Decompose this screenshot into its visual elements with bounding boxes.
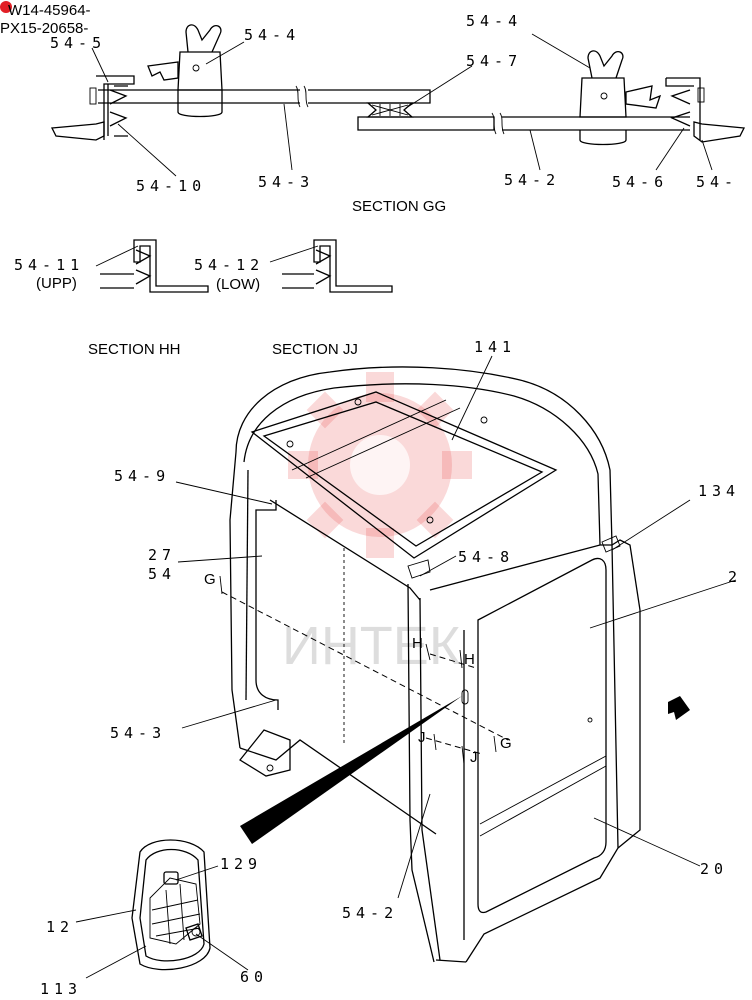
label-113: 113	[40, 980, 82, 998]
label-54-11: 54-11	[14, 256, 84, 274]
label-54-4-right: 54-4	[466, 12, 522, 30]
watermark-text: ИНТЕК	[282, 616, 461, 676]
label-54-3-top: 54-3	[258, 173, 314, 191]
label-54-2-top: 54-2	[504, 171, 560, 189]
label-27: 27	[148, 546, 176, 564]
mark-h-left: H	[412, 635, 423, 652]
label-141: 141	[474, 338, 516, 356]
label-54-4-left: 54-4	[244, 26, 300, 44]
latch-left-icon	[147, 24, 223, 118]
label-134: 134	[698, 482, 740, 500]
label-54-6: 54-6	[612, 173, 668, 191]
logo-icon	[0, 1, 12, 13]
mark-h-right: H	[464, 651, 475, 668]
label-54-5: 54-5	[50, 34, 106, 52]
label-54-cut: 54-	[696, 173, 738, 191]
section-markers: G H H J J G	[204, 571, 512, 766]
cab-drawing	[221, 366, 690, 963]
label-54-9: 54-9	[114, 467, 170, 485]
section-gg-title: SECTION GG	[352, 198, 446, 215]
label-54-12: 54-12	[194, 256, 264, 274]
latch-right-icon	[579, 50, 662, 146]
label-54-10: 54-10	[136, 177, 206, 195]
label-54-3-cab: 54-3	[110, 724, 166, 742]
mark-g-left: G	[204, 571, 216, 588]
label-2: 2	[728, 568, 742, 586]
label-54-8: 54-8	[458, 548, 514, 566]
section-jj-title: SECTION JJ	[272, 341, 358, 358]
label-54: 54	[148, 565, 176, 583]
label-129: 129	[220, 855, 262, 873]
label-low: (LOW)	[216, 276, 260, 293]
watermark-gear-icon	[288, 372, 472, 558]
header-line-1: W14-45964-	[8, 2, 91, 19]
label-12: 12	[46, 918, 74, 936]
view-arrow-icon	[668, 696, 690, 720]
watermark: ИНТЕК	[282, 372, 472, 676]
section-hh-drawing	[95, 239, 209, 293]
header-line-2: PX15-20658-	[0, 20, 88, 37]
header: W14-45964- PX15-20658-	[0, 1, 91, 37]
mirror-detail	[131, 839, 211, 971]
label-60: 60	[240, 968, 268, 986]
label-upp: (UPP)	[36, 275, 77, 292]
section-jj-drawing	[269, 239, 393, 293]
cab-leaders	[75, 355, 737, 979]
mark-j-right: J	[470, 749, 478, 766]
section-hh-title: SECTION HH	[88, 341, 181, 358]
label-20: 20	[700, 860, 728, 878]
mark-j-left: J	[418, 729, 426, 746]
label-54-2-cab: 54-2	[342, 904, 398, 922]
mark-g-right: G	[500, 735, 512, 752]
label-54-7: 54-7	[466, 52, 522, 70]
detail-pointer	[240, 696, 462, 844]
section-gg-drawing	[50, 24, 746, 177]
